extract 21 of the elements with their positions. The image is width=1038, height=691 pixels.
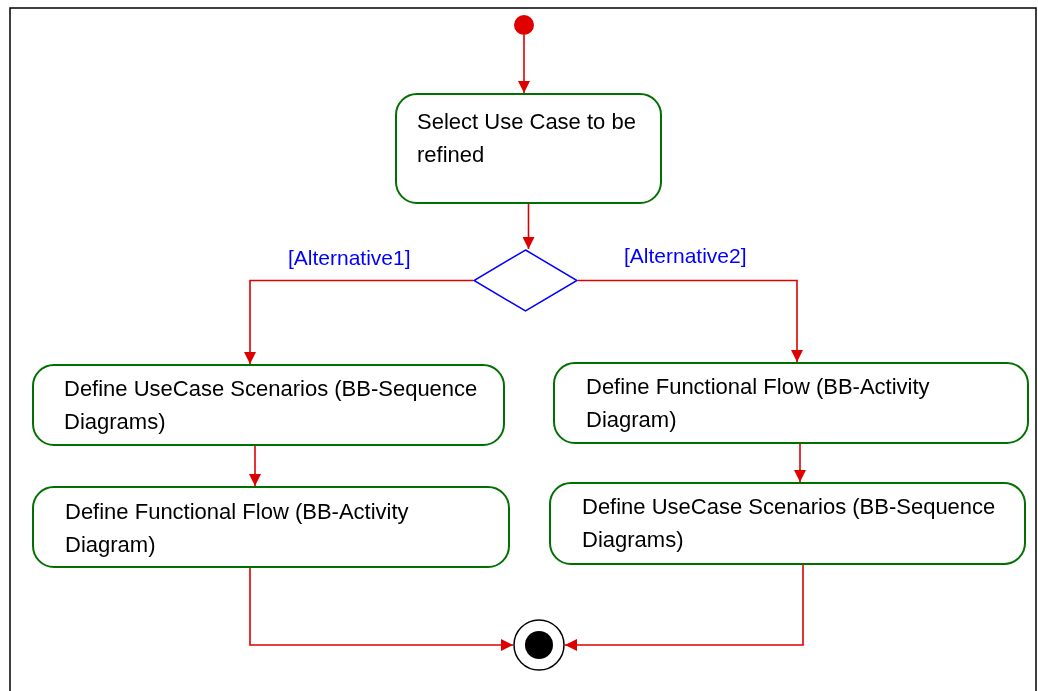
activity-box (395, 93, 662, 204)
activity-box (553, 362, 1029, 444)
arrow (577, 279, 803, 363)
activity-label: Define UseCase Scenarios (BB-Sequence Diagrams) (64, 375, 479, 436)
activity-label: Define Functional Flow (BB-Activity Diagram) (586, 373, 931, 434)
arrow (249, 567, 514, 651)
activity-label: Define UseCase Scenarios (BB-Sequence Diagrams) (582, 493, 997, 554)
arrow (249, 445, 261, 487)
end-node (513, 619, 565, 671)
activity-label: Define Functional Flow (BB-Activity Diagram) (65, 498, 410, 559)
arrow (564, 564, 804, 651)
arrow (794, 443, 806, 483)
arrow (522, 203, 535, 250)
arrow (244, 279, 474, 365)
start-node (514, 15, 534, 35)
decision-diamond (473, 249, 578, 312)
arrow (518, 34, 530, 94)
activity-label: Select Use Case to be refined (417, 108, 637, 169)
activity-box (32, 364, 505, 446)
activity-box (549, 482, 1026, 565)
activity-box (32, 486, 510, 568)
